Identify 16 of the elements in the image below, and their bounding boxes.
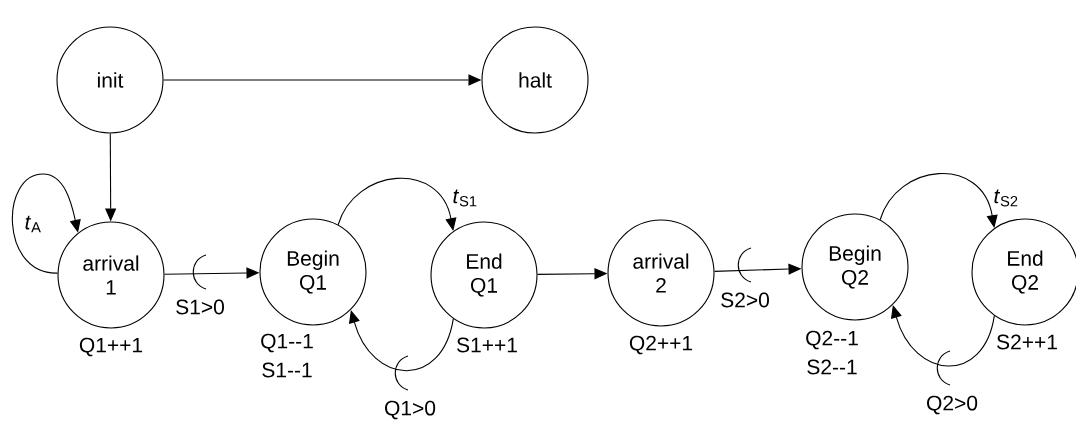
action-label: S2++1	[997, 334, 1057, 350]
edge-label: t$_{A}$	[25, 215, 41, 233]
edge-label: t$_{S2}$	[994, 189, 1018, 207]
edge-label: Q2>0	[927, 395, 978, 415]
action-label: S1--1	[262, 362, 312, 378]
edge-label: Q1>0	[385, 400, 436, 420]
edge-label: S1>0	[176, 299, 224, 315]
action-label: Q1++1	[79, 337, 143, 357]
action-label: Q2++1	[629, 335, 693, 355]
action-label: Q2--1	[806, 330, 858, 350]
action-label: S1++1	[457, 337, 517, 353]
edge-label: t$_{S1}$	[453, 189, 477, 207]
edge-label: S2>0	[721, 292, 769, 308]
action-label: Q1--1	[261, 333, 313, 353]
arrow	[12, 173, 81, 274]
action-label: S2--1	[807, 359, 857, 375]
